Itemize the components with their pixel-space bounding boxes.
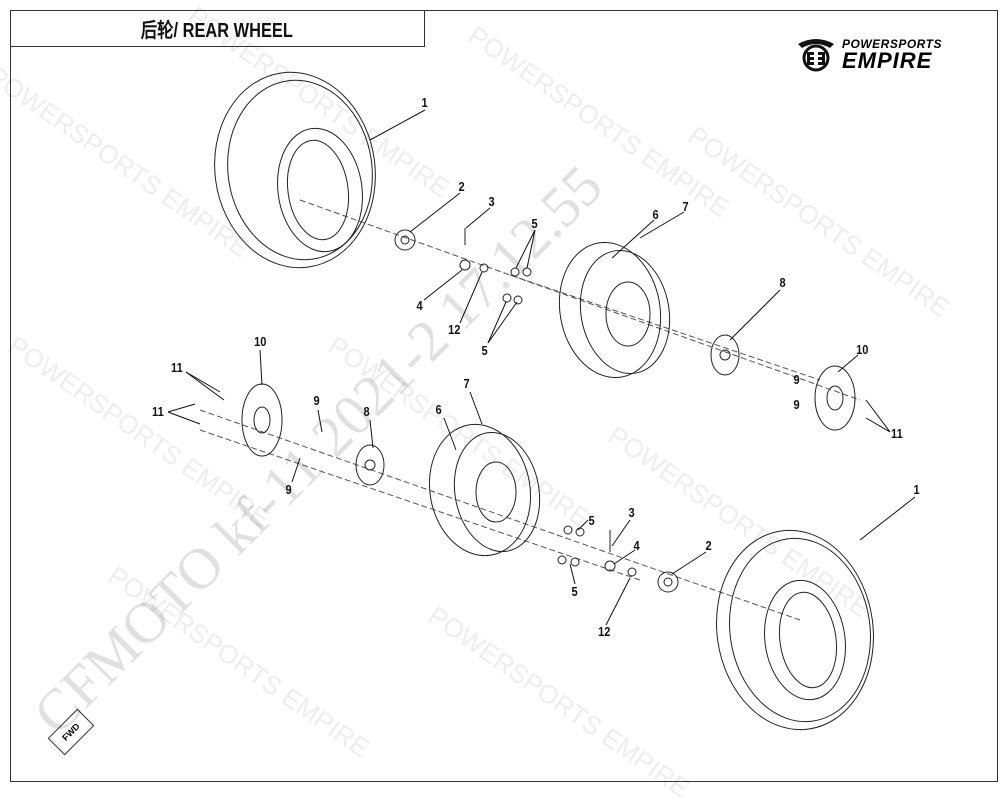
callout-label: 5	[571, 584, 578, 599]
callout-label: 2	[705, 538, 712, 553]
callout-label: 9	[793, 372, 800, 387]
callout-label: 8	[779, 275, 786, 290]
drawing-frame	[10, 10, 998, 782]
logo-powersports: POWERSPORTS	[842, 37, 942, 51]
callout-label: 5	[588, 513, 595, 528]
rim-upper	[558, 241, 671, 379]
callout-label: 5	[481, 343, 488, 358]
assembly-axis-lines	[199, 199, 861, 621]
brake-disc-left	[241, 383, 283, 457]
callout-label: 2	[458, 179, 465, 194]
logo-empire: EMPIRE	[842, 48, 933, 73]
callout-label: 1	[913, 482, 920, 497]
callout-label: 10	[254, 334, 267, 349]
callout-label: 6	[652, 207, 659, 222]
page-title: 后轮/ REAR WHEEL	[140, 19, 294, 42]
callout-label: 7	[682, 199, 689, 214]
brand-logo: POWERSPORTS EMPIRE	[796, 38, 942, 72]
callout-label: 4	[416, 298, 423, 313]
callout-label: 11	[171, 360, 183, 375]
fwd-label: FWD	[60, 721, 82, 743]
callout-label: 11	[891, 426, 903, 441]
callout-label: 9	[285, 482, 292, 497]
tire-rear-left	[214, 71, 376, 269]
callout-label: 12	[448, 322, 461, 337]
callout-label: 10	[856, 342, 869, 357]
tire-rear-right	[716, 529, 874, 731]
callout-label: 11	[152, 404, 164, 419]
title-box: 后轮/ REAR WHEEL	[10, 10, 425, 47]
callout-label: 12	[598, 624, 611, 639]
hub-cap-upper	[394, 229, 416, 251]
callout-label: 9	[793, 397, 800, 412]
callout-label: 9	[313, 393, 320, 408]
hub-upper	[710, 334, 740, 376]
empire-emblem-icon	[798, 39, 834, 72]
callout-label: 6	[435, 402, 442, 417]
hub-cap-lower	[657, 571, 679, 593]
callout-label: 1	[421, 95, 428, 110]
rim-lower	[428, 423, 541, 557]
callout-label: 5	[531, 216, 538, 231]
small-hardware	[459, 228, 637, 577]
callout-label: 4	[633, 538, 640, 553]
hub-lower	[355, 444, 385, 486]
callout-label: 7	[463, 376, 470, 391]
callout-label: 8	[363, 404, 370, 419]
brake-disc-right	[814, 365, 856, 431]
callout-leader-lines	[167, 109, 916, 626]
callout-label: 3	[628, 505, 635, 520]
callout-label: 3	[488, 194, 495, 209]
